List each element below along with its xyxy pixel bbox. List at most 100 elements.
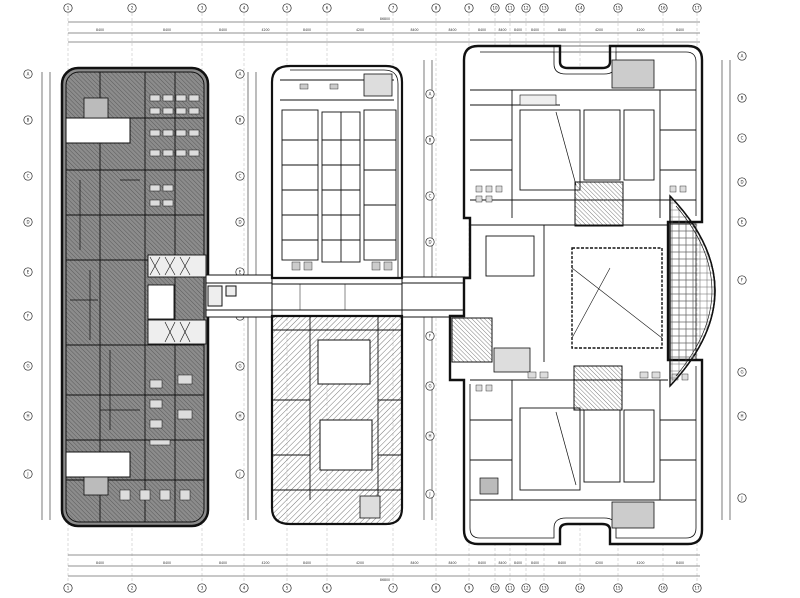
top-dimension-label: 4200 bbox=[356, 28, 364, 32]
right-axis-2-label: B bbox=[741, 95, 744, 100]
mid-axis-4-bubble bbox=[235, 217, 245, 227]
right-wing bbox=[448, 44, 704, 546]
left-axis-1-label: A bbox=[27, 71, 30, 76]
bottom-axis-16-label: 16 bbox=[660, 585, 666, 590]
top-dimension-label: 4200 bbox=[636, 28, 644, 32]
top-axis-11-bubble bbox=[505, 3, 515, 13]
left-axis-2-label: B bbox=[27, 117, 30, 122]
right-axis-6-label: F bbox=[741, 277, 744, 282]
bottom-dimension-label: 4200 bbox=[261, 561, 269, 565]
bottom-axis-2-bubble bbox=[127, 583, 137, 593]
bottom-dimension-label: 8400 bbox=[163, 561, 171, 565]
mid-axis-7-label: G bbox=[238, 363, 241, 368]
overall-dimension-bottom: 86800 bbox=[380, 578, 390, 582]
bottom-dimension-lines bbox=[68, 554, 700, 577]
left-axis-5-label: E bbox=[27, 269, 30, 274]
bottom-dimension-label: 4200 bbox=[356, 561, 364, 565]
bottom-dimension-label: 8400 bbox=[558, 561, 566, 565]
bottom-axis-4-label: 4 bbox=[243, 585, 246, 590]
bottom-axis-6-bubble bbox=[322, 583, 332, 593]
top-axis-10-label: 10 bbox=[492, 5, 498, 10]
corridor-main bbox=[271, 277, 403, 317]
bottom-dimension-label: 8400 bbox=[676, 561, 684, 565]
top-axis-2-label: 2 bbox=[131, 5, 134, 10]
left-axis-7-bubble bbox=[23, 361, 33, 371]
mid-axis-9-bubble bbox=[235, 469, 245, 479]
bottom-axis-5-bubble bbox=[282, 583, 292, 593]
bottom-axis-17-bubble bbox=[692, 583, 702, 593]
right-axis-5-bubble bbox=[737, 217, 747, 227]
top-dimension-label: 8400 bbox=[558, 28, 566, 32]
top-axis-15-label: 15 bbox=[615, 5, 621, 10]
bottom-dimension-label: 4200 bbox=[595, 561, 603, 565]
right-axis-3-label: C bbox=[741, 135, 744, 140]
right-axis-2-bubble bbox=[737, 93, 747, 103]
bottom-axis-13-label: 13 bbox=[541, 585, 547, 590]
center-axis-1-label: A bbox=[429, 91, 432, 96]
mid-axis-5-label: E bbox=[239, 269, 242, 274]
mid-axis-2-bubble bbox=[235, 115, 245, 125]
top-axis-17-bubble bbox=[692, 3, 702, 13]
mid-axis-1-label: A bbox=[239, 71, 242, 76]
mid-axis-3-bubble bbox=[235, 171, 245, 181]
center-axis-2-label: B bbox=[429, 137, 432, 142]
bottom-axis-17-label: 17 bbox=[694, 585, 700, 590]
top-axis-14-bubble bbox=[575, 3, 585, 13]
right-axis-6-bubble bbox=[737, 275, 747, 285]
bottom-dimension-label: 8400 bbox=[303, 561, 311, 565]
bottom-axis-9-bubble bbox=[464, 583, 474, 593]
right-axis-1-label: A bbox=[741, 53, 744, 58]
left-axis-7-label: G bbox=[26, 363, 29, 368]
left-axis-4-bubble bbox=[23, 217, 33, 227]
top-axis-1-label: 1 bbox=[67, 5, 70, 10]
top-axis-13-bubble bbox=[539, 3, 549, 13]
top-dimension-label: 8400 bbox=[163, 28, 171, 32]
top-dimension-label: 8400 bbox=[448, 28, 456, 32]
center-axis-4-label: D bbox=[428, 239, 431, 244]
top-dimension-label: 8400 bbox=[514, 28, 522, 32]
mid-axis-7-bubble bbox=[235, 361, 245, 371]
bottom-dimension-label: 8400 bbox=[531, 561, 539, 565]
bottom-axis-7-bubble bbox=[388, 583, 398, 593]
top-axis-4-label: 4 bbox=[243, 5, 246, 10]
right-axis-1-bubble bbox=[737, 51, 747, 61]
bottom-axis-12-label: 12 bbox=[523, 585, 529, 590]
mid-axis-9-label: J bbox=[238, 471, 240, 476]
center-axis-4-bubble bbox=[425, 237, 435, 247]
bottom-axis-3-label: 3 bbox=[201, 585, 204, 590]
bottom-dimension-label: 4200 bbox=[636, 561, 644, 565]
right-axis-8-bubble bbox=[737, 411, 747, 421]
center-axis-2-bubble bbox=[425, 135, 435, 145]
center-axis-7-label: G bbox=[428, 383, 431, 388]
top-axis-4-bubble bbox=[239, 3, 249, 13]
top-axis-16-bubble bbox=[658, 3, 668, 13]
curved-glass-atrium bbox=[669, 194, 716, 388]
center-axis-3-bubble bbox=[425, 191, 435, 201]
bottom-axis-11-label: 11 bbox=[507, 585, 513, 590]
bottom-axis-9-label: 9 bbox=[468, 585, 471, 590]
left-wing bbox=[60, 66, 210, 528]
top-axis-6-label: 6 bbox=[326, 5, 329, 10]
right-axis-9-label: J bbox=[740, 495, 742, 500]
mid-axis-4-label: D bbox=[238, 219, 241, 224]
bottom-axis-11-bubble bbox=[505, 583, 515, 593]
right-axis-4-bubble bbox=[737, 177, 747, 187]
top-axis-9-label: 9 bbox=[468, 5, 471, 10]
right-axis-7-bubble bbox=[737, 367, 747, 377]
center-axis-3-label: C bbox=[429, 193, 432, 198]
top-dimension-label: 8400 bbox=[410, 28, 418, 32]
bottom-axis-8-label: 8 bbox=[435, 585, 438, 590]
bottom-axis-12-bubble bbox=[521, 583, 531, 593]
top-axis-17-label: 17 bbox=[694, 5, 700, 10]
top-axis-10-bubble bbox=[490, 3, 500, 13]
bottom-dimension-label: 8400 bbox=[219, 561, 227, 565]
left-axis-4-label: D bbox=[26, 219, 29, 224]
top-dimension-label: 8400 bbox=[96, 28, 104, 32]
bottom-dimension-label: 8400 bbox=[478, 561, 486, 565]
bottom-axis-1-bubble bbox=[63, 583, 73, 593]
bottom-axis-15-label: 15 bbox=[615, 585, 621, 590]
mid-axis-1-bubble bbox=[235, 69, 245, 79]
top-axis-11-label: 11 bbox=[507, 5, 513, 10]
